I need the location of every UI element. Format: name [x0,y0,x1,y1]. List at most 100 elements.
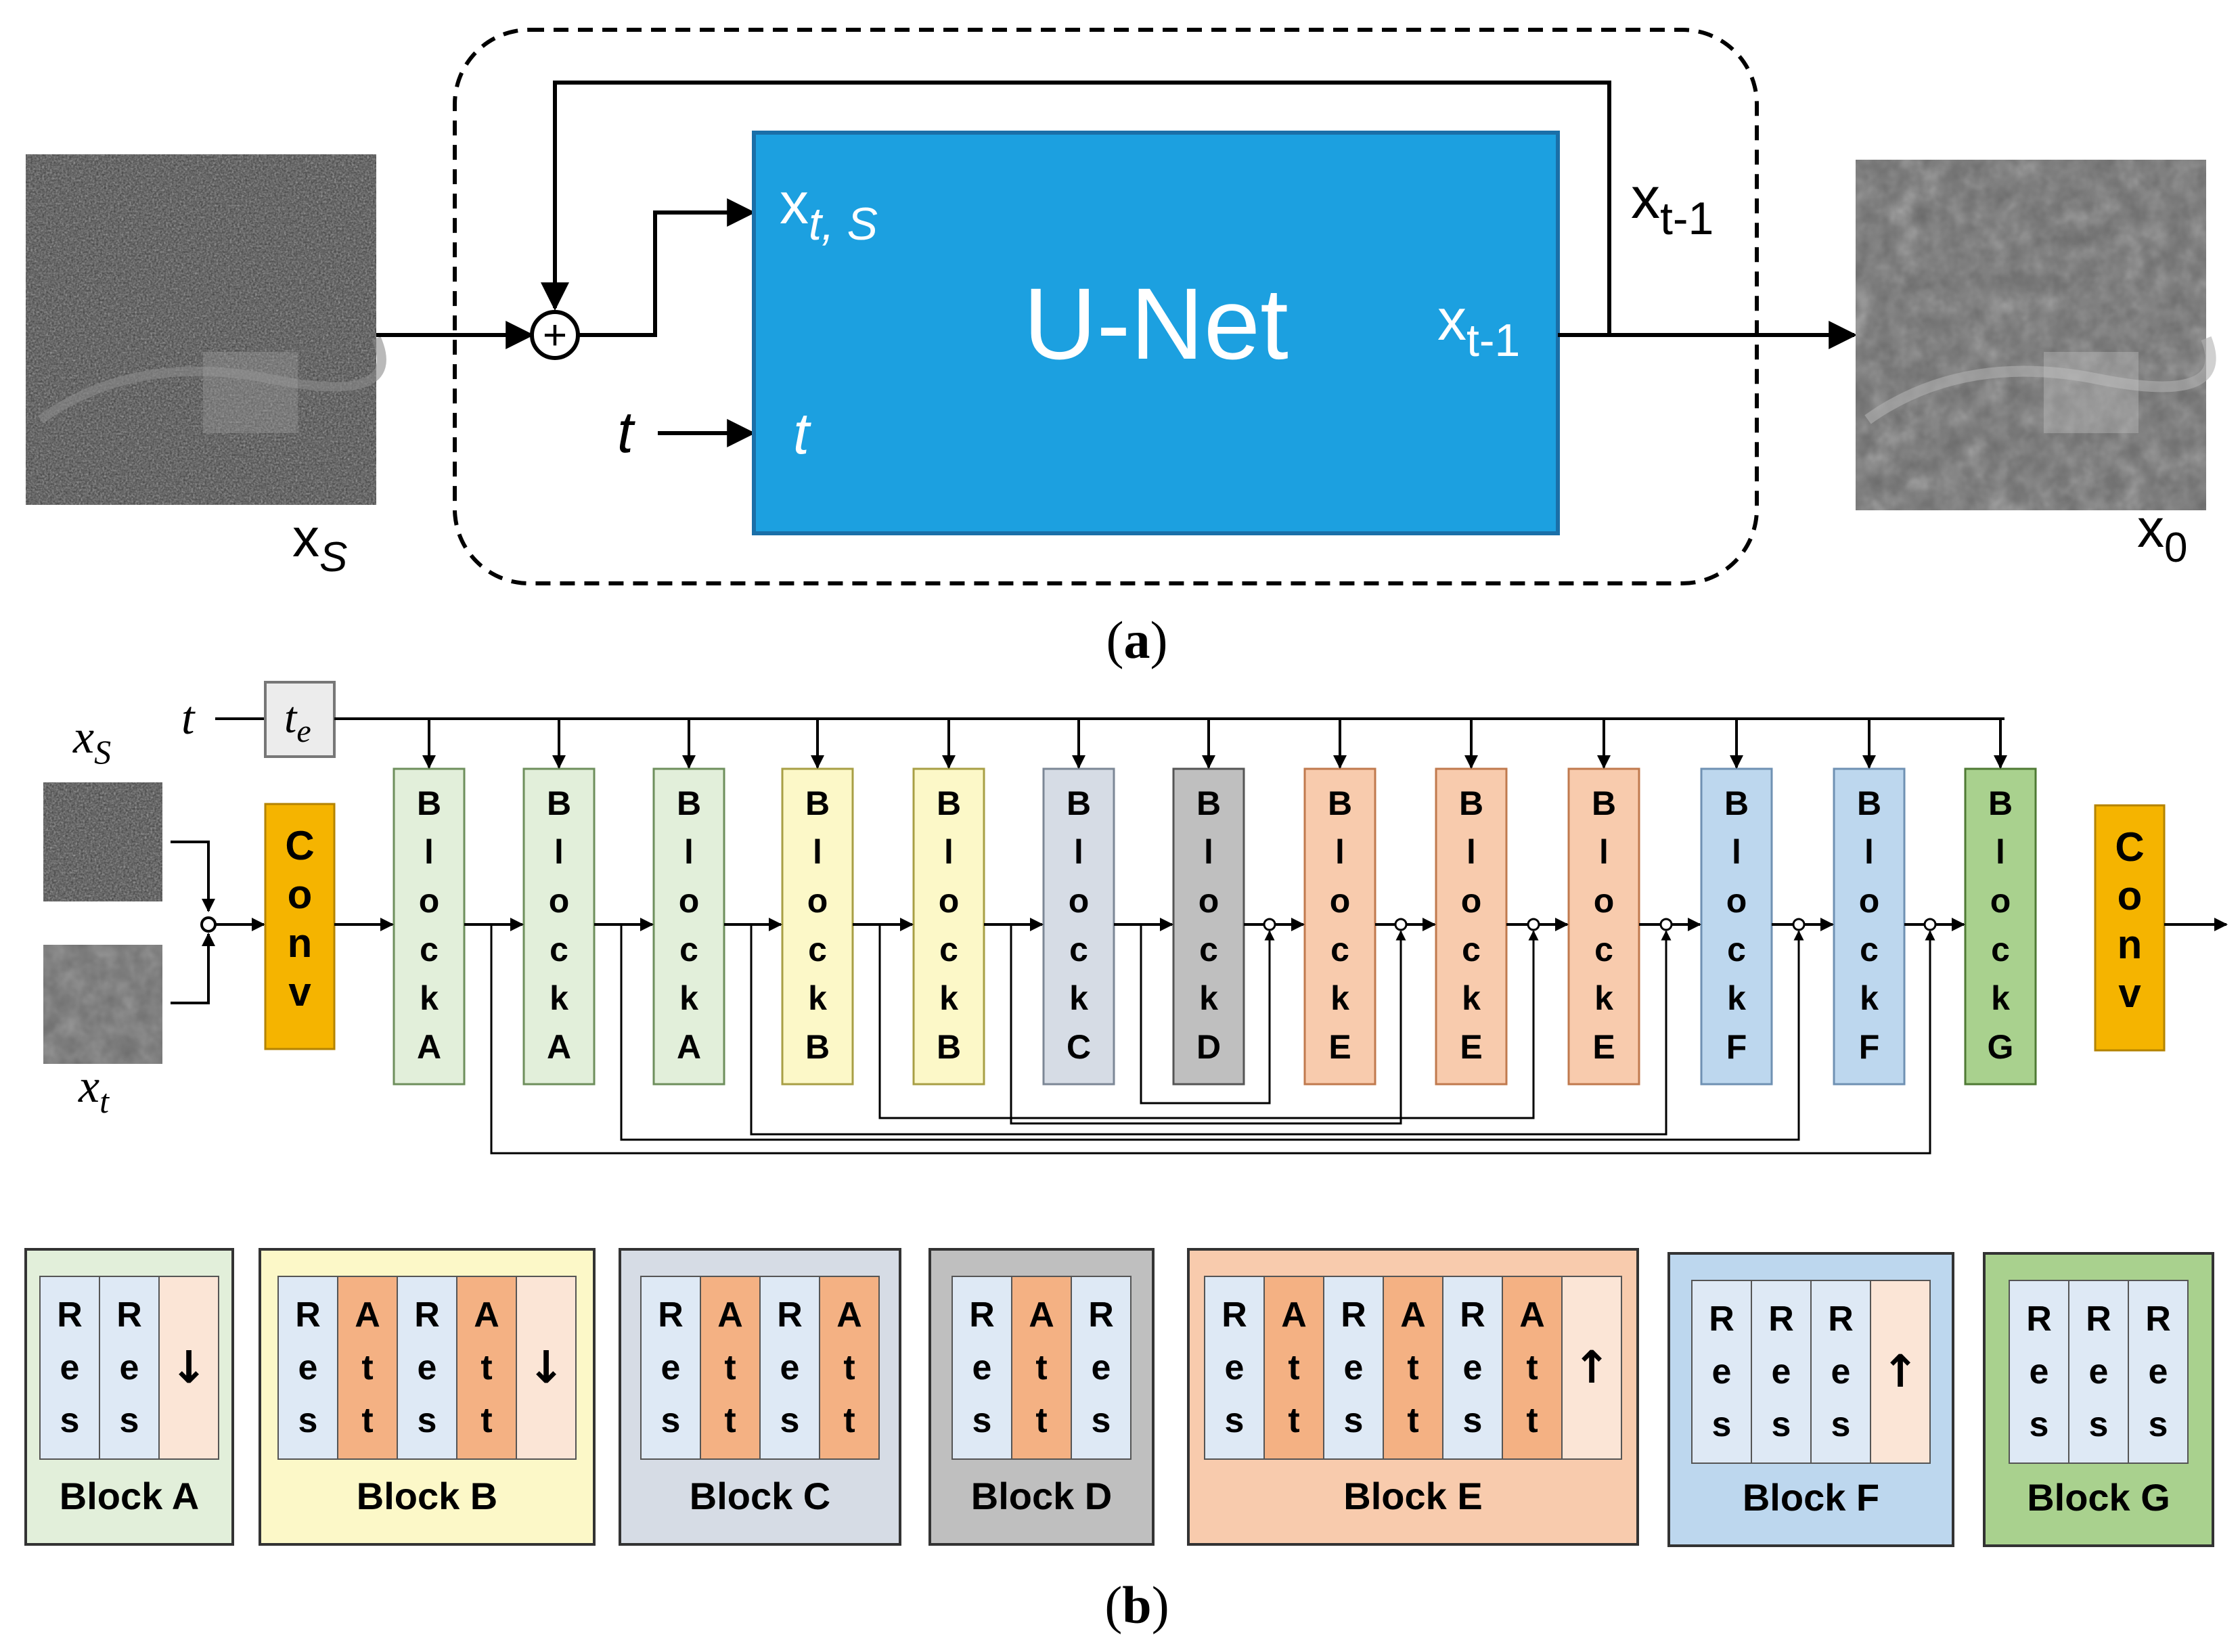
block-rect [1172,767,1245,1086]
conv-out-box [2094,804,2166,1052]
legend-cell-char: R [116,1295,142,1335]
legend-cell-att: Att [1502,1276,1563,1460]
legend-cell-rect [456,1276,517,1460]
t-input-label: t [617,400,635,465]
block-char: C [1067,1028,1091,1066]
legend-cell-char: e [780,1348,800,1387]
legend-cell-char: t [843,1401,855,1440]
xs-to-concat [171,841,215,912]
legend-cell-rect [1011,1276,1072,1460]
legend-cell-char: R [1460,1295,1485,1335]
legend-cell-char: R [2026,1299,2052,1339]
block-char: B [937,1028,961,1066]
skip-connection [750,924,1672,1136]
merge-node [1792,918,1806,931]
block-char: B [1724,784,1749,822]
block-char: c [1199,931,1218,968]
legend-title: Block B [357,1475,498,1517]
sampling-loop-box [453,28,1759,585]
block-rect [1042,767,1115,1086]
legend-cell-char: s [1225,1401,1245,1440]
output-image-x0 [1856,160,2216,510]
block-char: l [1074,833,1083,871]
block-char: k [1594,979,1613,1017]
block-char: B [417,784,441,822]
legend-cell-res: Res [397,1276,457,1460]
unet-output-xt1: xt-1 [1437,288,1520,366]
legend-cell-char: s [1463,1401,1483,1440]
legend-cell-char: t [1526,1401,1538,1440]
legend-cell-res: Res [1691,1280,1752,1464]
conv-in-box [264,803,336,1050]
time-embedding-box [264,681,336,758]
block-char: k [679,979,698,1017]
legend-cell-char: e [1712,1352,1732,1391]
legend-cell-rect [99,1276,160,1460]
legend-cell-char: e [972,1348,992,1387]
block-char: o [679,882,700,920]
unet-input-t: t [793,401,811,466]
block-char: c [420,931,439,968]
loop-label-xt1: xt-1 [1631,166,1713,244]
legend-cell-char: A [717,1295,743,1335]
legend-cell-down: ↓ [158,1276,219,1460]
legend-cell-char: R [1768,1299,1794,1339]
block-char: k [1330,979,1349,1017]
block-char: c [1727,931,1746,968]
block-char: l [554,833,564,871]
legend-cell-rect [277,1276,338,1460]
legend-cell-char: s [120,1401,139,1440]
part-a: xS + t U-Net xt, S t xt-1 xt-1 x0 [26,28,2216,669]
caption-a: (a) [1106,610,1168,669]
block-char: o [1461,882,1482,920]
legend-cell-rect [2009,1280,2069,1464]
legend-cell-char: t [480,1348,492,1387]
block-char: l [1599,833,1609,871]
unet-input-xts: xt, S [780,171,878,250]
legend-cell-char: s [60,1401,80,1440]
legend-cell-char: A [474,1295,499,1335]
block-rect [1567,767,1640,1086]
legend-cell-rect [158,1276,219,1460]
legend-cell-char: R [57,1295,83,1335]
skip-connection [878,924,1539,1119]
conv-char: C [285,823,314,868]
block-char: o [1990,882,2011,920]
block-char: o [1859,882,1880,920]
skip-connection [1140,924,1275,1104]
legend-cell-char: s [1092,1401,1111,1440]
block-char: l [1732,833,1741,871]
legend-cell-char: t [1288,1401,1299,1440]
legend-cell-char: e [1344,1348,1364,1387]
legend-cell-char: t [1407,1401,1418,1440]
legend-cell-char: R [295,1295,321,1335]
block-rect [1435,767,1508,1086]
blocks-layer: BlockABlockABlockABlockBBlockBBlockCBloc… [393,719,2037,1086]
block-char: l [944,833,954,871]
legend-cell-char: s [2030,1405,2049,1444]
block-char: k [1727,979,1746,1017]
legend-cell-rect [397,1276,457,1460]
legend-title: Block G [2027,1476,2170,1519]
legend-cell-rect [640,1276,701,1460]
block-char: k [420,979,439,1017]
legend-cell-res: Res [1810,1280,1871,1464]
block-char: k [1199,979,1218,1017]
block-char: l [813,833,822,871]
legend-cell-char: e [661,1348,681,1387]
skip-connection [490,924,1935,1155]
legend-cell-rect [516,1276,577,1460]
legend-cell-char: A [355,1295,380,1335]
legend-title: Block E [1343,1475,1482,1517]
legend-cell-att: Att [819,1276,880,1460]
block-char: A [677,1028,701,1066]
legend-cell-rect [1870,1280,1931,1464]
block-rect [912,767,985,1086]
